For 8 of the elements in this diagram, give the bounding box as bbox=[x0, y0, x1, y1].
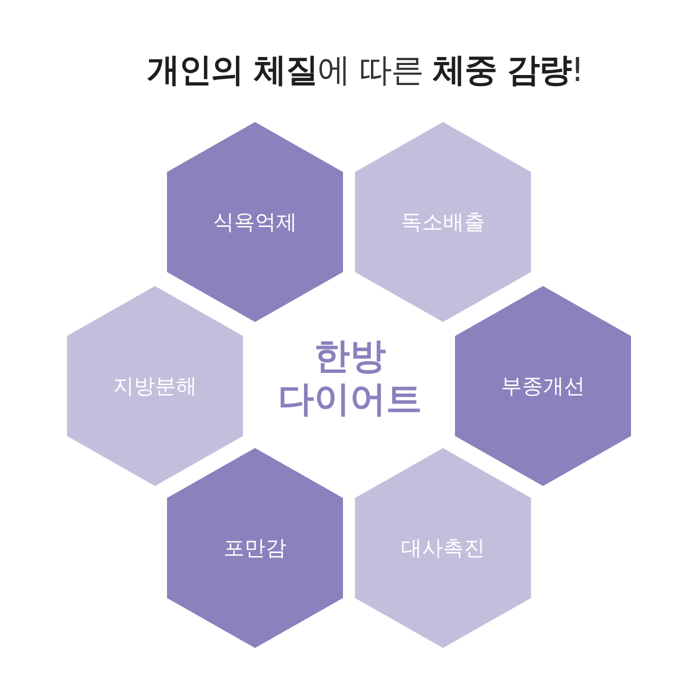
title: 개인의 체질에 따른 체중 감량! bbox=[146, 49, 584, 91]
hexagon: 포만감 bbox=[167, 448, 343, 648]
center-heading: 한방 다이어트 bbox=[277, 335, 423, 422]
hexagon: 지방분해 bbox=[67, 286, 243, 486]
hexagon: 식욕억제 bbox=[167, 122, 343, 322]
hexagon: 독소배출 bbox=[355, 122, 531, 322]
hexagon: 대사촉진 bbox=[355, 448, 531, 648]
hexagon: 부종개선 bbox=[455, 286, 631, 486]
